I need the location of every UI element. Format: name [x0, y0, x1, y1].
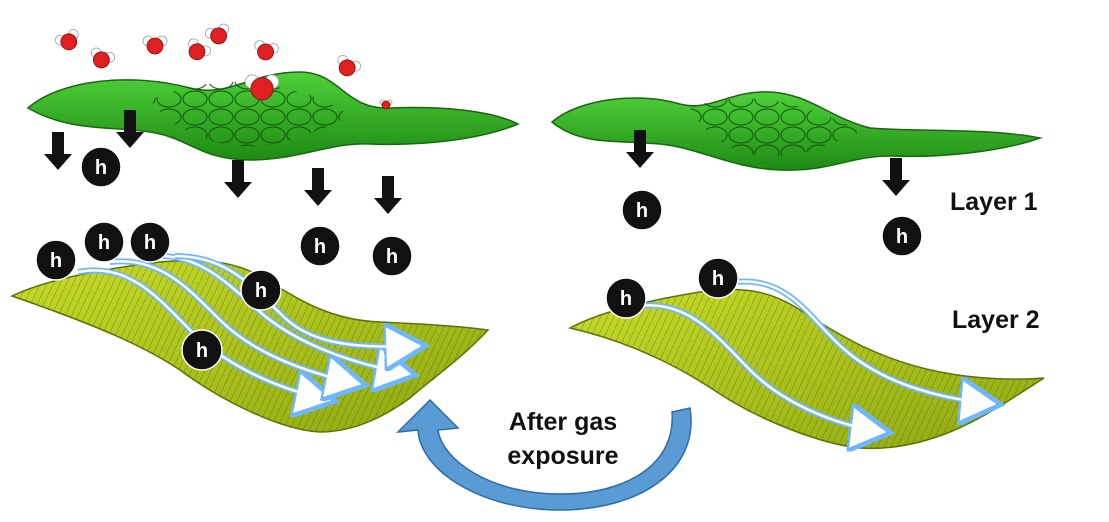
hole-carriers: h h h h h h h h h h h h [35, 146, 923, 371]
water-molecules [54, 23, 393, 110]
right-layer1-sheet [550, 91, 1043, 171]
hole-symbol: h [386, 246, 398, 268]
right-flow-arrows [639, 278, 995, 432]
hole-symbol: h [712, 268, 724, 290]
hole-carrier-icon: h [181, 329, 223, 371]
down-arrow-icon [374, 176, 402, 214]
hole-symbol: h [636, 200, 648, 222]
water-molecule-icon [90, 47, 115, 69]
down-arrow-icon [304, 168, 332, 206]
down-arrow-icon [224, 160, 252, 198]
down-arrow-icon [882, 158, 910, 196]
water-molecule-icon [54, 29, 79, 51]
after-gas-exposure-line2: exposure [507, 442, 619, 470]
hole-carrier-icon: h [129, 221, 171, 263]
hole-symbol: h [95, 157, 107, 179]
water-molecule-icon [337, 55, 362, 77]
hole-symbol: h [144, 232, 156, 254]
hole-symbol: h [196, 340, 208, 362]
hole-carrier-icon: h [80, 146, 122, 188]
water-molecule-icon [205, 23, 230, 45]
after-gas-exposure-line1: After gas [508, 408, 618, 436]
hole-symbol: h [896, 226, 908, 248]
hole-carrier-icon: h [371, 235, 413, 277]
down-arrow-icon [626, 130, 654, 168]
water-molecule-icon [244, 74, 280, 101]
water-molecule-icon [379, 99, 393, 110]
cycle-arrow [395, 398, 692, 511]
left-layer1-sheet [26, 71, 520, 161]
hole-carrier-icon: h [240, 269, 282, 311]
hole-carrier-icon: h [299, 225, 341, 267]
hole-carrier-icon: h [621, 189, 663, 231]
hole-carrier-icon: h [697, 257, 739, 299]
after-gas-exposure-label: After gas exposure [488, 405, 638, 473]
hole-symbol: h [314, 236, 326, 258]
layer1-label: Layer 1 [950, 188, 1038, 216]
hole-carrier-icon: h [881, 215, 923, 257]
hole-carrier-icon: h [605, 277, 647, 319]
hole-symbol: h [98, 232, 110, 254]
hole-carrier-icon: h [83, 221, 125, 263]
down-arrow-icon [116, 110, 144, 148]
hole-symbol: h [620, 288, 632, 310]
down-arrow-icon [44, 132, 72, 170]
left-flow-arrows [77, 252, 420, 400]
down-arrows [44, 110, 910, 214]
hole-carrier-icon: h [35, 239, 77, 281]
water-molecule-icon [188, 38, 211, 61]
water-molecule-icon [254, 40, 279, 61]
hole-symbol: h [255, 280, 267, 302]
hole-symbol: h [50, 250, 62, 272]
layer2-label: Layer 2 [952, 306, 1040, 334]
water-molecule-icon [142, 35, 168, 55]
